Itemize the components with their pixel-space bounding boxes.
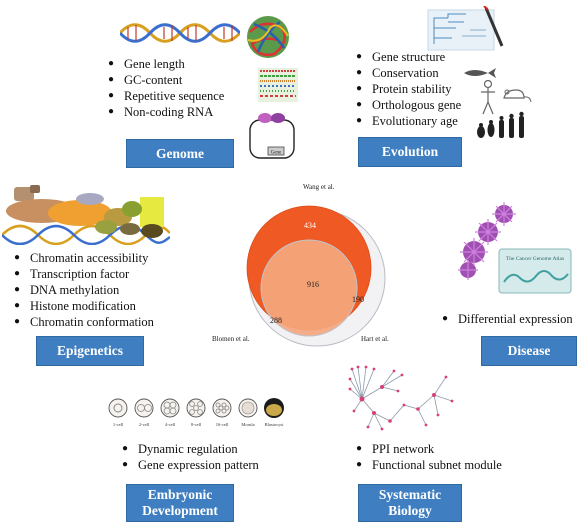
venn-diagram: 434 916 190 288 — [246, 205, 386, 347]
epigenetics-item: Transcription factor — [14, 266, 154, 282]
fish-icon — [464, 68, 496, 78]
systematic-label-line1: Systematic — [378, 487, 442, 503]
embryonic-item: Dynamic regulation — [122, 441, 259, 457]
venn-hart-only: 190 — [352, 295, 364, 304]
evolution-item: Conservation — [356, 65, 461, 81]
stage-label: 8-cell — [191, 422, 202, 427]
epigenetics-item: Chromatin conformation — [14, 314, 154, 330]
systematic-feature-list: PPI network Functional subnet module — [356, 441, 502, 473]
ncrna-gene-icon: Gene — [249, 113, 295, 159]
embryonic-item: Gene expression pattern — [122, 457, 259, 473]
stage-label: 2-cell — [139, 422, 150, 427]
evolution-feature-list: Gene structure Conservation Protein stab… — [356, 49, 461, 129]
genome-item: GC-content — [108, 72, 224, 88]
venn-hart-label: Hart et al. — [361, 335, 389, 343]
venn-blomen-only: 288 — [270, 316, 282, 325]
disease-item: Differential expression — [442, 311, 573, 327]
tcga-logo-text: The Cancer Genome Atlas — [506, 256, 564, 262]
ppi-network-icon — [348, 365, 454, 431]
stage-label: 16-cell — [216, 422, 229, 427]
systematic-label-line2: Biology — [388, 503, 432, 518]
stage-label: 1-cell — [113, 422, 124, 427]
epigenetics-item: DNA methylation — [14, 282, 154, 298]
embryonic-feature-list: Dynamic regulation Gene expression patte… — [122, 441, 259, 473]
evolution-label: Evolution — [358, 137, 462, 167]
systematic-item: Functional subnet module — [356, 457, 502, 473]
systematic-item: PPI network — [356, 441, 502, 457]
epigenetics-feature-list: Chromatin accessibility Transcription fa… — [14, 250, 154, 330]
phylogeny-chart-icon — [427, 6, 504, 51]
genome-item: Non-coding RNA — [108, 104, 224, 120]
stage-label: Morula — [241, 422, 254, 427]
cancer-cells-icon — [458, 202, 516, 280]
epigenetics-item: Chromatin accessibility — [14, 250, 154, 266]
dna-helix-icon — [120, 23, 240, 43]
epigenetics-item: Histone modification — [14, 298, 154, 314]
disease-feature-list: Differential expression — [442, 311, 573, 327]
evolution-item: Orthologous gene — [356, 97, 461, 113]
genome-item: Gene length — [108, 56, 224, 72]
venn-center: 916 — [307, 280, 319, 289]
genome-feature-list: Gene length GC-content Repetitive sequen… — [108, 56, 224, 120]
genome-item: Repetitive sequence — [108, 88, 224, 104]
chromatin-ball-icon — [247, 16, 289, 58]
venn-wang-label: Wang et al. — [303, 183, 335, 191]
nucleosome-complex-icon — [2, 185, 170, 245]
systematic-biology-label: Systematic Biology — [358, 484, 462, 522]
human-silhouette-icon — [481, 80, 495, 115]
mouse-icon — [503, 89, 532, 103]
evolution-item: Gene structure — [356, 49, 461, 65]
human-evolution-icon — [477, 111, 524, 138]
stage-label: 4-cell — [165, 422, 176, 427]
gene-label: Gene — [271, 151, 282, 156]
venn-wang-only: 434 — [304, 221, 316, 230]
embryonic-development-label: Embryonic Development — [126, 484, 234, 522]
embryonic-label-line1: Embryonic — [147, 487, 213, 503]
sequence-alignment-icon — [258, 68, 298, 102]
disease-label: Disease — [481, 336, 577, 366]
embryo-stages-icon: 1-cell 2-cell 4-cell 8-cell 16-cell Moru… — [108, 398, 284, 427]
venn-blomen-circle — [260, 239, 358, 337]
stage-label: Blastocyst — [265, 422, 284, 427]
genome-label: Genome — [126, 139, 234, 168]
evolution-item: Protein stability — [356, 81, 461, 97]
tcga-logo-icon: The Cancer Genome Atlas — [498, 248, 572, 294]
venn-blomen-label: Blomen et al. — [212, 335, 250, 343]
epigenetics-label: Epigenetics — [36, 336, 144, 366]
evolution-item: Evolutionary age — [356, 113, 461, 129]
embryonic-label-line2: Development — [142, 503, 218, 518]
